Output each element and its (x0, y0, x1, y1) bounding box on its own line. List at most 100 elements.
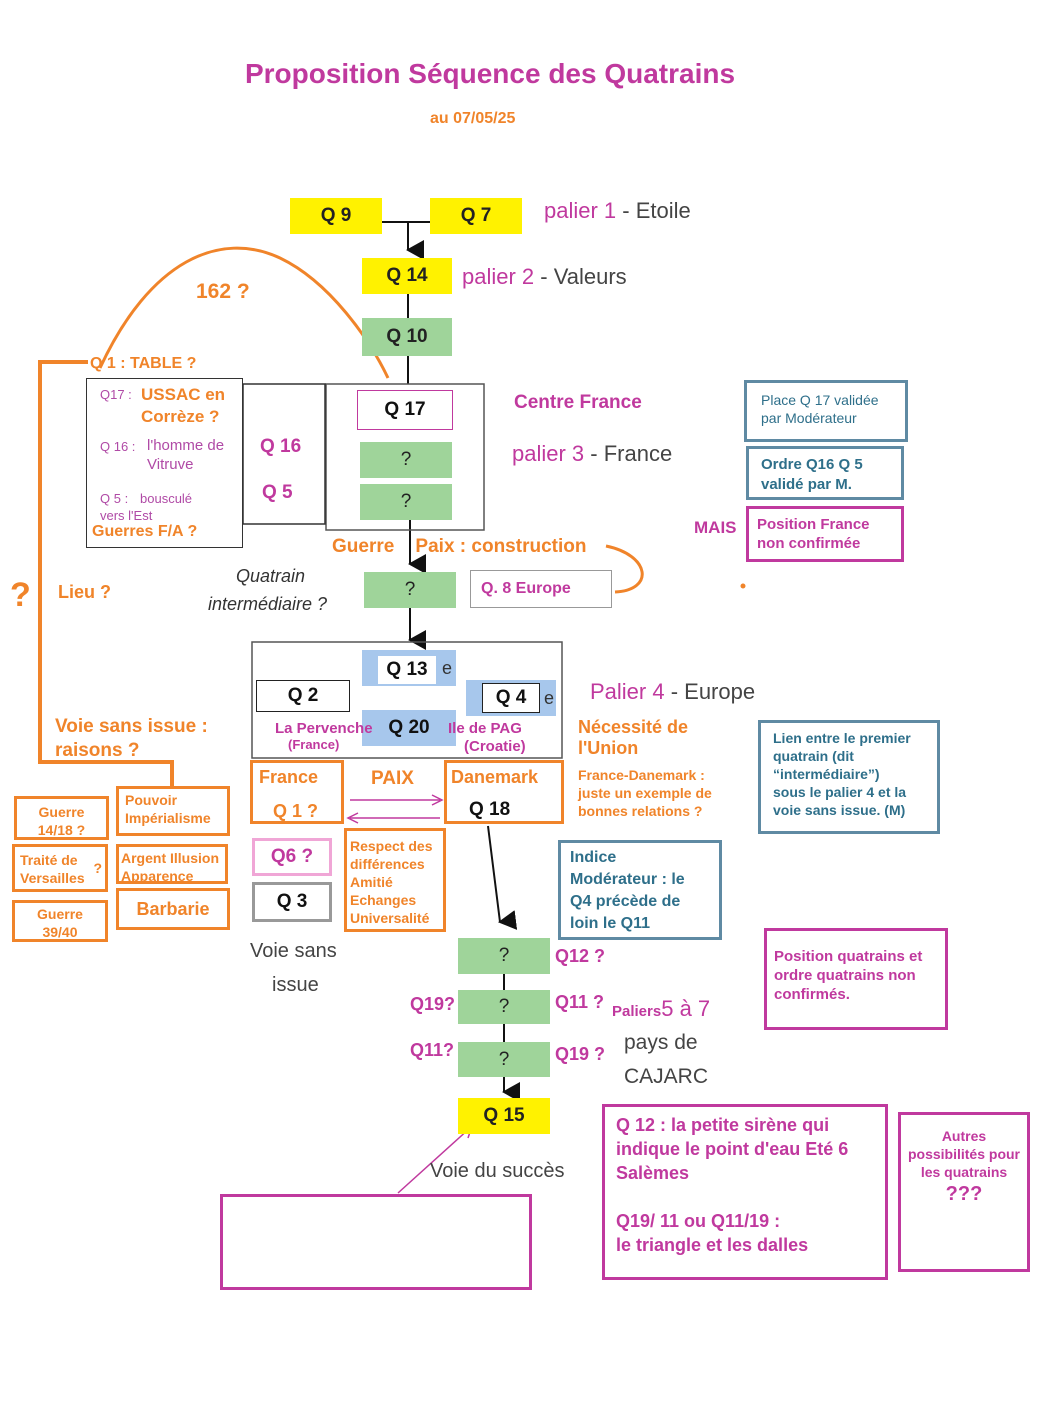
label-centre-france: Centre France (514, 392, 642, 413)
position-france-line-1: Position France (757, 516, 870, 533)
necessite-1: Nécessité de (578, 717, 689, 737)
indice-line-4: loin le Q11 (570, 915, 651, 932)
box-q10: Q 10 (362, 318, 452, 356)
lien-line-3: “intermédiaire”) (773, 766, 880, 782)
q17-text-2: Corrèze ? (141, 407, 220, 426)
indice-line-1: Indice (570, 849, 617, 866)
note-position-quatrains: Position quatrains et ordre quatrains no… (764, 928, 948, 1030)
box-unknown-p5: ? (458, 938, 550, 974)
note-position-france: Position France non confirmée (746, 506, 904, 562)
paliers-5-7-label: Paliers5 à 7 (612, 996, 710, 1022)
fd-2: juste un exemple de (578, 785, 712, 801)
q18-label: Q 18 (469, 799, 511, 820)
palier-4-label: Palier 4 - Europe (590, 679, 756, 704)
label-q5: Q 5 (262, 482, 293, 503)
box-q4: Q 4 (482, 683, 540, 713)
box-q15: Q 15 (458, 1098, 550, 1134)
box-q9: Q 9 (290, 198, 382, 234)
q12-line-1: Q 12 : la petite sirène qui (616, 1115, 830, 1135)
note-autres-possibilites: Autres possibilités pour les quatrains ?… (898, 1112, 1030, 1272)
paliers-num: 5 à 7 (661, 996, 711, 1021)
autres-line-2: possibilités pour (907, 1146, 1020, 1162)
box-unknown-intermediaire: ? (364, 572, 456, 608)
box-barbarie: Barbarie (116, 888, 230, 930)
paliers-key: Paliers (612, 1003, 662, 1020)
palier-1-label: palier 1 - Etoile (544, 198, 691, 223)
label-paix: PAIX (371, 768, 414, 789)
label-q11-q: Q11 ? (555, 992, 605, 1012)
q1-label: Q 1 ? (273, 801, 319, 821)
q16-text-1: l'homme de (147, 437, 225, 454)
guerre-3940-line-2: 39/40 (42, 924, 78, 940)
palier-3-label: palier 3 - France (512, 441, 673, 466)
note-place-q17: Place Q 17 validée par Modérateur (744, 380, 908, 442)
q5-text-2: vers l'Est (100, 508, 153, 523)
label-q16: Q 16 (260, 436, 302, 457)
cajarc-label: CAJARC (624, 1065, 709, 1088)
label-q11-left: Q11? (410, 1040, 455, 1060)
label-q19-q: Q19 ? (555, 1044, 606, 1064)
box-q17: Q 17 (357, 390, 453, 430)
france-label: France (259, 767, 319, 787)
voie-sans-issue-2: raisons ? (55, 740, 140, 761)
position-q-line-1: Position quatrains et (774, 948, 923, 965)
box-q6: Q6 ? (252, 838, 332, 876)
lien-line-5: voie sans issue. (M) (773, 802, 906, 818)
box-q20: Q 20 (362, 710, 456, 746)
label-la-pervenche: La Pervenche (275, 720, 373, 737)
argent-line-2: Apparence (121, 868, 194, 884)
lien-line-4: sous le palier 4 et la (773, 784, 907, 800)
label-q1-table: Q 1 : TABLE ? (90, 355, 197, 372)
traite-question: ? (93, 860, 102, 876)
box-guerre-3940: Guerre 39/40 (12, 900, 108, 942)
label-q12-q: Q12 ? (555, 946, 606, 966)
box-danemark: Danemark Q 18 (444, 760, 564, 824)
respect-line-3: Amitié (350, 874, 393, 890)
box-unknown-2: ? (360, 484, 452, 520)
argent-line-1: Argent Illusion (121, 850, 219, 866)
box-q14: Q 14 (362, 258, 452, 294)
place-q17-line-1: Place Q 17 validée (761, 392, 879, 408)
note-lien: Lien entre le premier quatrain (dit “int… (758, 720, 940, 834)
guerres-fa: Guerres F/A ? (92, 523, 198, 540)
note-indice: Indice Modérateur : le Q4 précède de loi… (558, 840, 722, 940)
box-q2: Q 2 (256, 680, 350, 712)
respect-line-1: Respect des (350, 838, 433, 854)
position-france-line-2: non confirmée (757, 535, 861, 552)
label-q19-left: Q19? (410, 994, 456, 1014)
voie-si-2: issue (272, 974, 319, 996)
guerre-3940-line-1: Guerre (37, 906, 83, 922)
box-unknown-p6: ? (458, 990, 550, 1024)
autres-line-4: ??? (945, 1183, 983, 1205)
note-ordre-q16-q5: Ordre Q16 Q 5 validé par M. (746, 446, 904, 500)
blue-block-q4: Q 4 e (466, 680, 556, 716)
voie-si-1: Voie sans (250, 940, 337, 962)
label-croatie: (Croatie) (464, 738, 526, 755)
quatrain-label-2: intermédiaire ? (208, 594, 328, 614)
blue-block-q13: Q 13 e (362, 650, 456, 686)
voie-succes-label: Voie du succès (430, 1160, 565, 1182)
necessite-2: l'Union (578, 738, 639, 758)
label-ile-pag: Ile de PAG (448, 720, 522, 737)
indice-line-3: Q4 précède de (570, 893, 681, 910)
empty-box (220, 1194, 532, 1290)
date-label: au 07/05/25 (430, 110, 516, 127)
page-title: Proposition Séquence des Quatrains (244, 58, 736, 89)
box-france: France Q 1 ? (250, 760, 344, 824)
box-guerre-1418: Guerre 14/18 ? (14, 796, 109, 840)
big-question-mark: ? (10, 576, 31, 614)
box-respect: Respect des différences Amitié Echanges … (344, 828, 446, 932)
box-traite-versailles: Traité de Versailles ? (12, 844, 108, 892)
position-q-line-3: confirmés. (774, 986, 850, 1003)
q12-line-2: indique le point d'eau Eté 6 (616, 1139, 849, 1159)
box-unknown-p7: ? (458, 1042, 550, 1077)
label-162: 162 ? (196, 280, 250, 303)
box-unknown-1: ? (360, 442, 452, 478)
pays-label: pays de (624, 1031, 698, 1054)
q19-11-line-2: le triangle et les dalles (616, 1235, 809, 1255)
box-argent: Argent Illusion Apparence (116, 844, 228, 884)
danemark-label: Danemark (451, 767, 539, 787)
position-q-line-2: ordre quatrains non (774, 967, 916, 984)
respect-line-4: Echanges (350, 892, 417, 908)
